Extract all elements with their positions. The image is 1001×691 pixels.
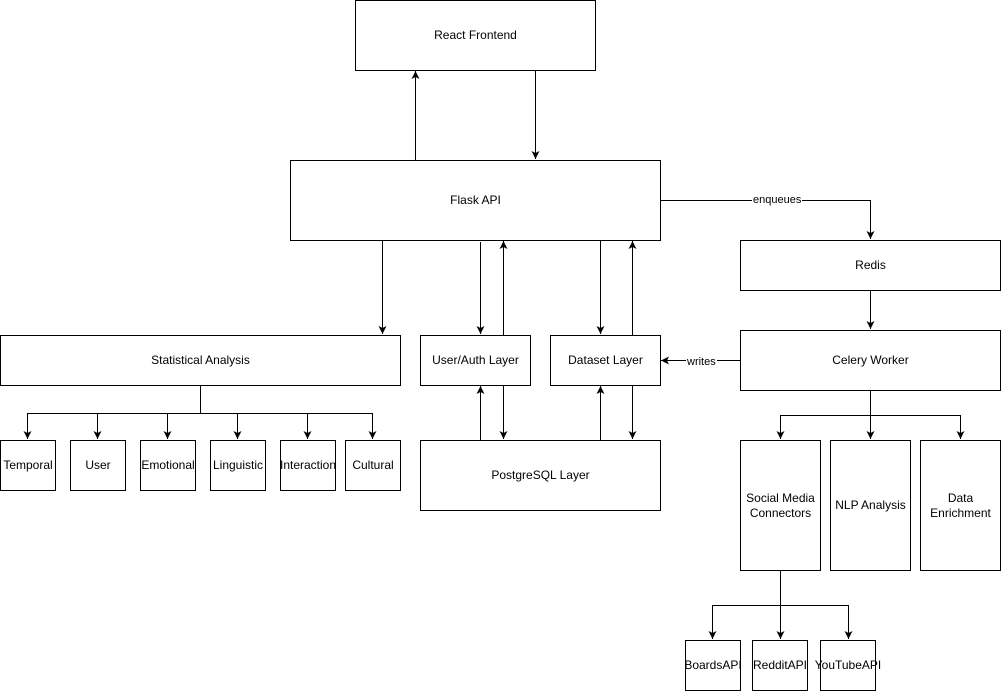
user-auth-layer-node: User/Auth Layer <box>420 335 531 386</box>
edge-label-writes: writes <box>686 356 717 369</box>
data-enrichment-label: Data Enrichment <box>930 490 991 520</box>
temporal-node: Temporal <box>0 440 56 491</box>
edge-label-enqueues: enqueues <box>752 194 803 207</box>
dataset-layer-node: Dataset Layer <box>550 335 661 386</box>
user-label: User <box>85 458 111 472</box>
celery-worker-node: Celery Worker <box>740 330 1001 391</box>
cultural-node: Cultural <box>345 440 401 491</box>
linguistic-node: Linguistic <box>210 440 266 491</box>
interaction-label: Interaction <box>279 458 337 472</box>
social-media-connectors-node: Social Media Connectors <box>740 440 821 571</box>
reddit-api-label: RedditAPI <box>752 658 808 672</box>
user-auth-layer-label: User/Auth Layer <box>432 353 519 367</box>
statistical-analysis-label: Statistical Analysis <box>151 353 250 367</box>
temporal-label: Temporal <box>3 458 53 472</box>
celery-worker-label: Celery Worker <box>832 353 909 367</box>
interaction-node: Interaction <box>280 440 336 491</box>
postgresql-layer-label: PostgreSQL Layer <box>491 468 590 482</box>
redis-node: Redis <box>740 240 1001 291</box>
boards-api-label: BoardsAPI <box>684 658 742 672</box>
flask-api-label: Flask API <box>450 193 501 207</box>
redis-label: Redis <box>855 258 886 272</box>
user-node: User <box>70 440 126 491</box>
reddit-api-node: RedditAPI <box>752 640 808 691</box>
boards-api-node: BoardsAPI <box>684 640 742 691</box>
nlp-analysis-node: NLP Analysis <box>830 440 911 571</box>
emotional-node: Emotional <box>140 440 196 491</box>
youtube-api-node: YouTubeAPI <box>815 640 881 691</box>
react-frontend-node: React Frontend <box>355 0 596 71</box>
cultural-label: Cultural <box>352 458 394 472</box>
flask-api-node: Flask API <box>290 160 661 241</box>
dataset-layer-label: Dataset Layer <box>568 353 643 367</box>
data-enrichment-node: Data Enrichment <box>920 440 1001 571</box>
social-media-connectors-label: Social Media Connectors <box>746 490 815 520</box>
linguistic-label: Linguistic <box>212 458 264 472</box>
emotional-label: Emotional <box>141 458 195 472</box>
youtube-api-label: YouTubeAPI <box>814 658 882 672</box>
react-frontend-label: React Frontend <box>434 28 517 42</box>
edge-flask-to-redis <box>660 200 875 239</box>
statistical-analysis-node: Statistical Analysis <box>0 335 401 386</box>
nlp-analysis-label: NLP Analysis <box>835 498 906 512</box>
postgresql-layer-node: PostgreSQL Layer <box>420 440 661 511</box>
